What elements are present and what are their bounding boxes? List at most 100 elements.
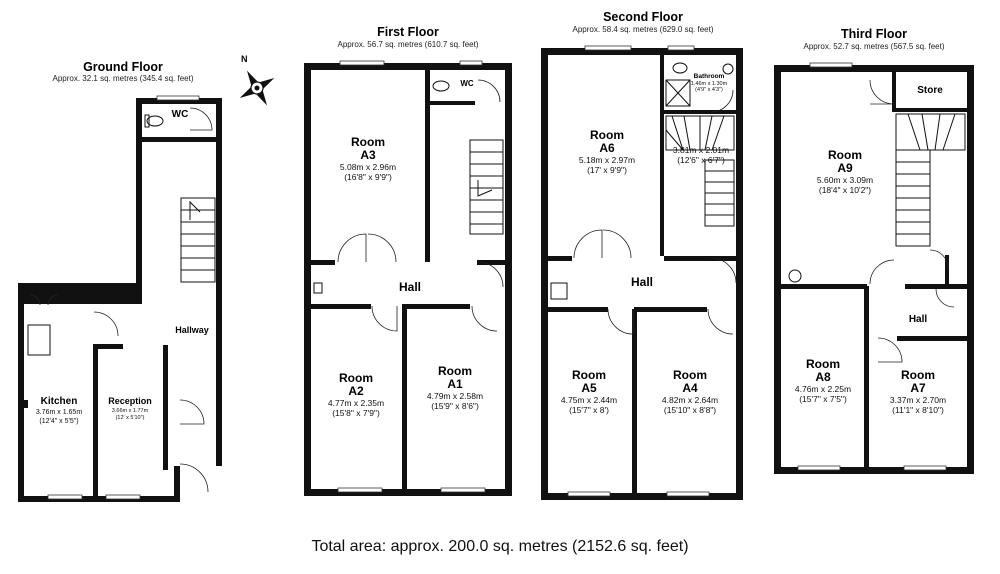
staircase <box>469 139 504 235</box>
basin-icon <box>722 63 734 75</box>
kitchen-label: Kitchen <box>41 396 78 407</box>
third-floor: Third Floor Approx. 52.7 sq. metres (567… <box>774 27 974 474</box>
first-floor-title: First Floor <box>377 25 439 39</box>
room-a5-dims-ft: (15'7" x 8') <box>569 405 609 415</box>
room-a1-id: A1 <box>447 377 463 391</box>
room-a9-dims-ft: (18'4" x 10'2") <box>819 185 871 195</box>
landing-dims-m: 3.81m x 2.01m <box>673 145 729 155</box>
third-floor-title: Third Floor <box>841 27 907 41</box>
door <box>477 261 504 288</box>
cupboard-door <box>29 294 59 306</box>
room-a3-dims-ft: (16'8" x 9'9") <box>344 172 392 182</box>
door <box>707 308 734 335</box>
room-a2-dims-m: 4.77m x 2.35m <box>328 398 384 408</box>
toilet-icon <box>432 80 450 92</box>
toilet-icon <box>146 115 164 127</box>
staircase <box>665 115 735 227</box>
room-a8-id: A8 <box>815 370 831 384</box>
room-a7-dims-ft: (11'1" x 8'10") <box>892 405 944 415</box>
second-floor-title: Second Floor <box>603 10 683 24</box>
room-a9-id: A9 <box>837 161 853 175</box>
window <box>47 494 83 500</box>
room-a5-dims-m: 4.75m x 2.44m <box>561 395 617 405</box>
kitchen-dims-ft: (12'4" x 5'5") <box>39 418 78 425</box>
staircase <box>895 113 966 247</box>
room-a4-dims-m: 4.82m x 2.64m <box>662 395 718 405</box>
room-a1-dims-ft: (15'9" x 8'6") <box>431 401 479 411</box>
third-outer-walls <box>774 65 974 474</box>
room-a1-dims-m: 4.79m x 2.58m <box>427 391 483 401</box>
landing-dims-ft: (12'6" x 6'7") <box>677 155 725 165</box>
second-floor: Second Floor Approx. 58.4 sq. metres (62… <box>541 10 743 500</box>
room-a3-id: A3 <box>360 148 376 162</box>
room-a4-label: Room <box>673 368 707 382</box>
door <box>869 79 895 105</box>
door <box>179 399 205 425</box>
room-a6-label: Room <box>590 128 624 142</box>
kitchen-dims-m: 3.76m x 1.65m <box>36 409 82 416</box>
room-a6-dims-ft: (17' x 9'9") <box>587 165 627 175</box>
compass-icon <box>239 70 275 106</box>
total-area-label: Total area: approx. 200.0 sq. metres (21… <box>311 538 688 555</box>
kitchen-sink-icon <box>27 324 51 356</box>
basin-icon <box>788 269 802 283</box>
door <box>869 259 895 285</box>
staircase <box>180 197 216 283</box>
reception-label: Reception <box>108 396 152 406</box>
room-a2-dims-ft: (15'8" x 7'9") <box>332 408 380 418</box>
first-wc-label: WC <box>460 79 474 88</box>
third-hall-label: Hall <box>909 314 928 325</box>
window <box>105 494 141 500</box>
room-a8-label: Room <box>806 357 840 371</box>
door <box>477 79 501 103</box>
second-hall-label: Hall <box>631 275 653 289</box>
room-a7-label: Room <box>901 368 935 382</box>
door <box>371 305 398 332</box>
room-a4-id: A4 <box>682 381 698 395</box>
door <box>189 107 213 131</box>
ground-wc-label: WC <box>172 109 189 120</box>
shower-icon <box>665 79 691 107</box>
room-a7-dims-m: 3.37m x 2.70m <box>890 395 946 405</box>
ground-floor-title: Ground Floor <box>83 60 163 74</box>
door <box>935 288 955 308</box>
door <box>471 305 498 332</box>
door <box>93 311 119 337</box>
reception-dims-m: 3.66m x 1.77m <box>112 408 149 414</box>
room-a4-dims-ft: (15'10" x 8'8") <box>664 405 716 415</box>
room-a5-id: A5 <box>581 381 597 395</box>
room-a6-dims-m: 5.18m x 2.97m <box>579 155 635 165</box>
bathroom-dims-m: 1.46m x 1.30m <box>691 81 728 87</box>
room-a7-id: A7 <box>910 381 926 395</box>
door <box>607 308 634 335</box>
toilet-icon <box>672 62 688 74</box>
room-a9-dims-m: 5.60m x 3.09m <box>817 175 873 185</box>
room-a8-dims-m: 4.76m x 2.25m <box>795 384 851 394</box>
sink-icon <box>313 282 323 294</box>
bathroom-dims-ft: (4'9" x 4'3") <box>695 87 723 93</box>
reception-dims-ft: (12' x 5'10") <box>116 415 145 421</box>
first-hall-label: Hall <box>399 280 421 294</box>
third-floor-area: Approx. 52.7 sq. metres (567.5 sq. feet) <box>804 42 945 51</box>
room-a6-id: A6 <box>599 141 615 155</box>
window <box>156 95 200 101</box>
door <box>877 337 903 363</box>
store-label: Store <box>917 85 943 96</box>
room-a3-dims-m: 5.08m x 2.96m <box>340 162 396 172</box>
ground-floor-area: Approx. 32.1 sq. metres (345.4 sq. feet) <box>53 74 194 83</box>
sink-icon <box>550 282 568 300</box>
room-a1-label: Room <box>438 364 472 378</box>
first-floor: First Floor Approx. 56.7 sq. metres (610… <box>304 25 512 496</box>
ground-floor: Ground Floor Approx. 32.1 sq. metres (34… <box>18 54 275 502</box>
second-floor-area: Approx. 58.4 sq. metres (629.0 sq. feet) <box>573 25 714 34</box>
room-a3-label: Room <box>351 135 385 149</box>
door <box>710 89 734 113</box>
hallway-label: Hallway <box>175 325 209 335</box>
first-floor-area: Approx. 56.7 sq. metres (610.7 sq. feet) <box>338 40 479 49</box>
room-a2-id: A2 <box>348 384 364 398</box>
compass-north-label: N <box>241 54 248 64</box>
door <box>929 249 949 269</box>
front-door <box>179 463 209 493</box>
room-a5-label: Room <box>572 368 606 382</box>
